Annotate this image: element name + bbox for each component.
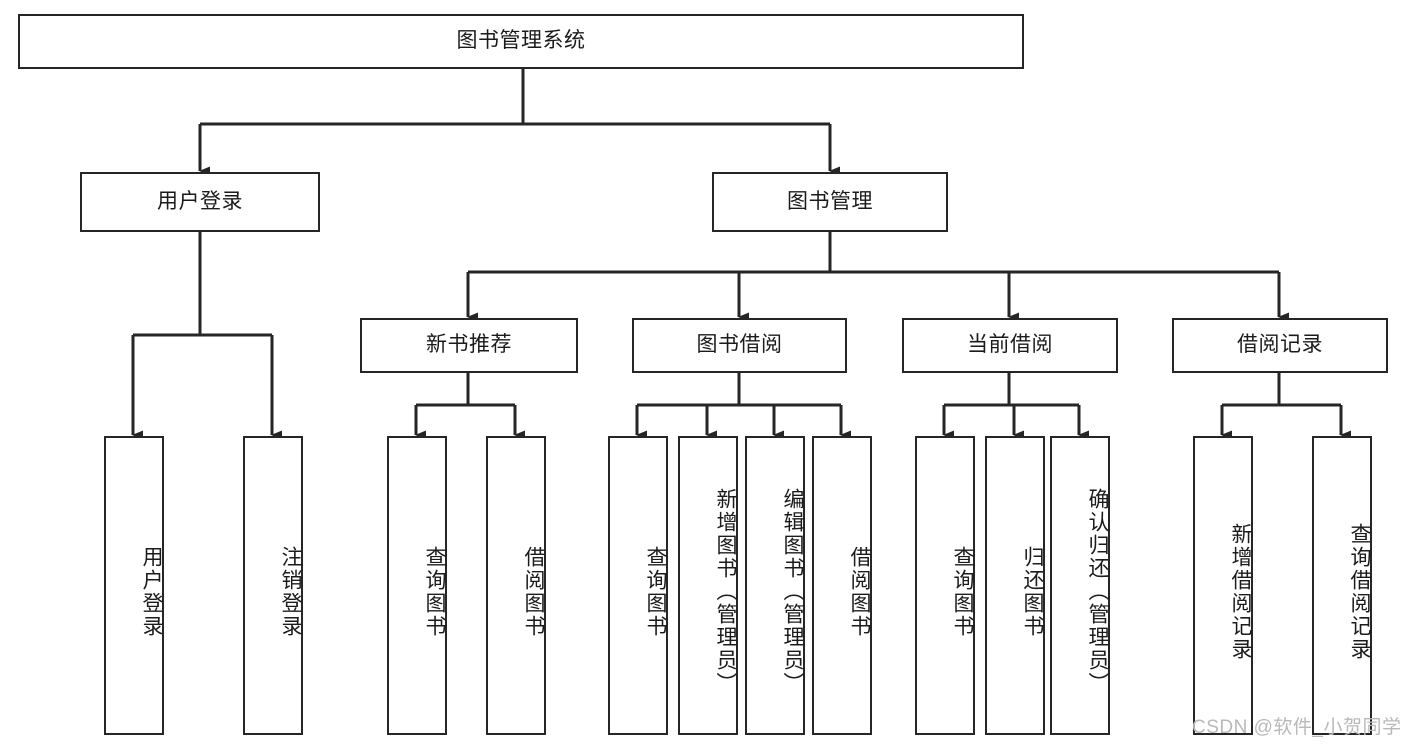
node-leaf-query-book-3[interactable]: 查询图书 — [915, 436, 975, 735]
node-leaf-edit-book[interactable]: 编辑图书（管理员） — [745, 436, 805, 735]
node-leaf-borrow-book-2[interactable]: 借阅图书 — [812, 436, 872, 735]
node-leaf-confirm-return-label: 确认归还（管理员） — [1086, 488, 1109, 695]
node-user-login-label: 用户登录 — [157, 189, 243, 213]
node-leaf-query-book-3-label: 查询图书 — [951, 545, 974, 638]
node-leaf-query-book-2-label: 查询图书 — [644, 545, 667, 638]
node-leaf-edit-book-label: 编辑图书（管理员） — [781, 488, 804, 695]
node-leaf-borrow-book-1[interactable]: 借阅图书 — [486, 436, 546, 735]
node-current-borrow[interactable]: 当前借阅 — [902, 318, 1118, 373]
node-root-图书管理系统[interactable]: 图书管理系统 — [18, 14, 1024, 69]
node-leaf-logout[interactable]: 注销登录 — [243, 436, 303, 735]
node-leaf-add-record-label: 新增借阅记录 — [1229, 522, 1252, 661]
node-book-borrow-label: 图书借阅 — [696, 333, 783, 357]
node-root-图书管理系统-label: 图书管理系统 — [456, 29, 586, 53]
node-leaf-query-book-1[interactable]: 查询图书 — [387, 436, 447, 735]
node-leaf-borrow-book-2-label: 借阅图书 — [848, 545, 871, 638]
node-book-management-label: 图书管理 — [787, 189, 873, 213]
node-leaf-user-login-label: 用户登录 — [140, 545, 163, 638]
node-leaf-query-book-1-label: 查询图书 — [423, 545, 446, 638]
node-book-management[interactable]: 图书管理 — [712, 172, 948, 232]
node-leaf-return-book-label: 归还图书 — [1021, 545, 1044, 638]
node-leaf-logout-label: 注销登录 — [279, 545, 302, 638]
node-leaf-borrow-book-1-label: 借阅图书 — [522, 545, 545, 638]
node-new-book-recommend[interactable]: 新书推荐 — [360, 318, 578, 373]
node-leaf-confirm-return[interactable]: 确认归还（管理员） — [1050, 436, 1110, 735]
node-leaf-add-record[interactable]: 新增借阅记录 — [1193, 436, 1253, 735]
node-leaf-query-record-label: 查询借阅记录 — [1348, 522, 1371, 661]
node-new-book-recommend-label: 新书推荐 — [426, 333, 512, 357]
node-leaf-user-login[interactable]: 用户登录 — [104, 436, 164, 735]
node-leaf-add-book-label: 新增图书（管理员） — [714, 488, 737, 695]
node-borrow-record-label: 借阅记录 — [1237, 333, 1323, 357]
node-leaf-query-record[interactable]: 查询借阅记录 — [1312, 436, 1372, 735]
node-user-login[interactable]: 用户登录 — [80, 172, 320, 232]
node-book-borrow[interactable]: 图书借阅 — [632, 318, 847, 373]
node-leaf-add-book[interactable]: 新增图书（管理员） — [678, 436, 738, 735]
csdn-watermark: CSDN @软件_小贺同学 — [1192, 717, 1402, 738]
node-leaf-return-book[interactable]: 归还图书 — [985, 436, 1045, 735]
node-current-borrow-label: 当前借阅 — [967, 333, 1053, 357]
node-borrow-record[interactable]: 借阅记录 — [1172, 318, 1388, 373]
node-leaf-query-book-2[interactable]: 查询图书 — [608, 436, 668, 735]
